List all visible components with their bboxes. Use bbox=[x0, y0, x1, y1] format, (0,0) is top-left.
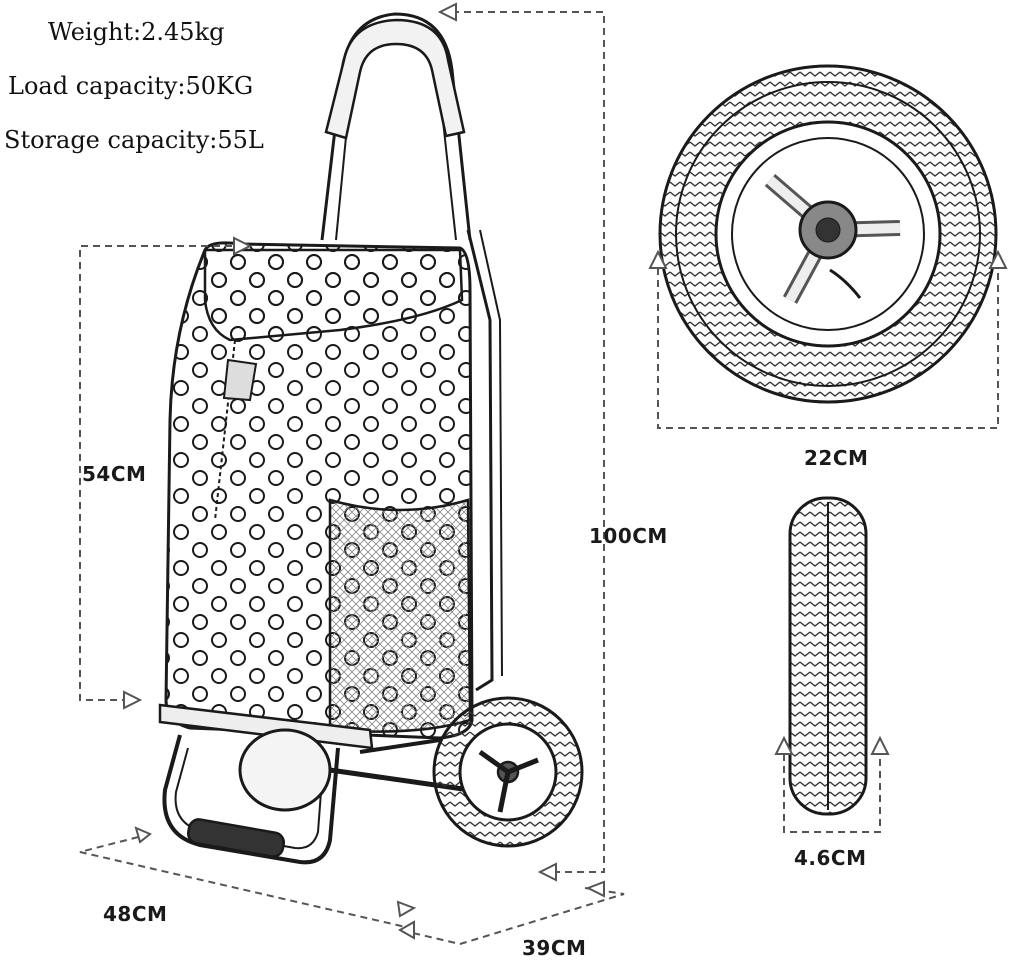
wheel-edge-view bbox=[788, 496, 868, 816]
front-wheel bbox=[432, 696, 584, 848]
spec-storage-capacity: Storage capacity:55L bbox=[4, 126, 264, 154]
dimension-arrowheads bbox=[123, 2, 1008, 940]
rear-wheel bbox=[238, 728, 332, 812]
spec-load-capacity: Load capacity:50KG bbox=[8, 72, 254, 100]
spec-weight: Weight:2.45kg bbox=[48, 18, 225, 46]
mesh-pocket bbox=[328, 498, 472, 733]
dim-wheel-width: 4.6CM bbox=[794, 846, 867, 870]
base-plate bbox=[158, 703, 374, 750]
handle-grip bbox=[324, 18, 466, 140]
dim-base-width: 39CM bbox=[522, 936, 587, 960]
wheel-side-view bbox=[658, 64, 998, 404]
dim-total-height: 100CM bbox=[589, 524, 668, 548]
dimension-guides bbox=[79, 11, 999, 946]
dim-bag-height: 54CM bbox=[82, 462, 147, 486]
bag-flap bbox=[203, 248, 464, 342]
trolley bbox=[158, 12, 584, 865]
dim-wheel-diameter: 22CM bbox=[804, 446, 869, 470]
dim-base-length: 48CM bbox=[103, 902, 168, 926]
frame-pole bbox=[466, 229, 494, 692]
